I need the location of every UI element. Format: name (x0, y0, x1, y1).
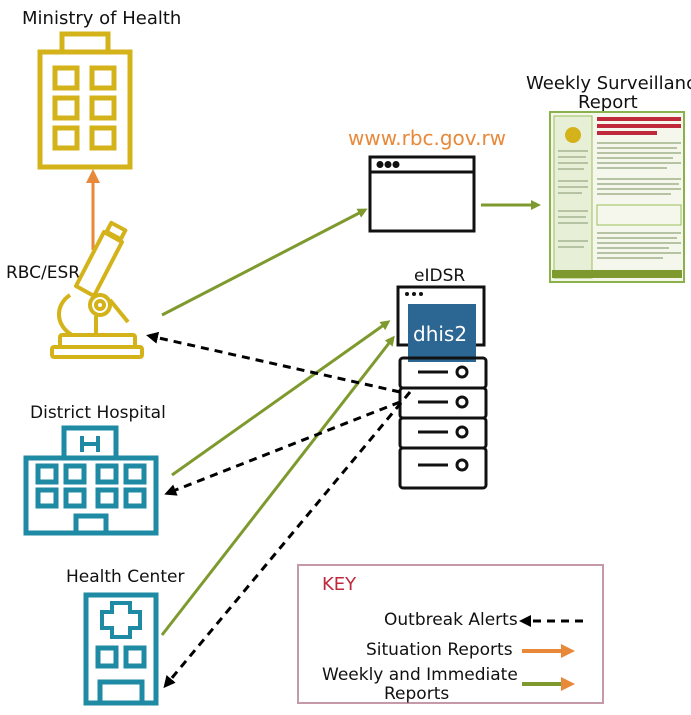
legend-box (297, 564, 604, 704)
alert-to-rbc-arrow (146, 331, 401, 394)
legend-title: KEY (322, 574, 357, 595)
report-document-icon (549, 111, 685, 283)
server-icon (396, 285, 488, 490)
alert-to-health-center-arrow (163, 391, 412, 689)
clinic-cross-icon (83, 592, 159, 706)
legend-weekly-label-line2: Reports (384, 684, 450, 704)
legend-weekly-label-line1: Weekly and Immediate (322, 665, 518, 685)
eidsr-label: eIDSR (414, 266, 466, 286)
health-center-to-eidsr-arrow (160, 335, 395, 636)
microscope-icon (50, 220, 144, 359)
legend-outbreak-label: Outbreak Alerts (384, 610, 518, 630)
rbc-label: RBC/ESR (6, 263, 81, 283)
dhis2-logo: dhis2 (413, 322, 468, 346)
rbc-to-website-arrow (161, 208, 368, 317)
report-title-line2: Report (578, 92, 638, 113)
district-label: District Hospital (30, 403, 166, 423)
hospital-icon (23, 425, 159, 536)
website-label[interactable]: www.rbc.gov.rw (348, 126, 507, 150)
browser-window-icon (368, 155, 476, 233)
health-center-label: Health Center (66, 567, 185, 587)
ministry-label: Ministry of Health (22, 8, 182, 29)
building-icon (37, 31, 133, 170)
report-title-line1: Weekly Surveillance (526, 73, 691, 94)
legend-situation-label: Situation Reports (366, 640, 513, 660)
district-to-eidsr-arrow (171, 320, 391, 477)
